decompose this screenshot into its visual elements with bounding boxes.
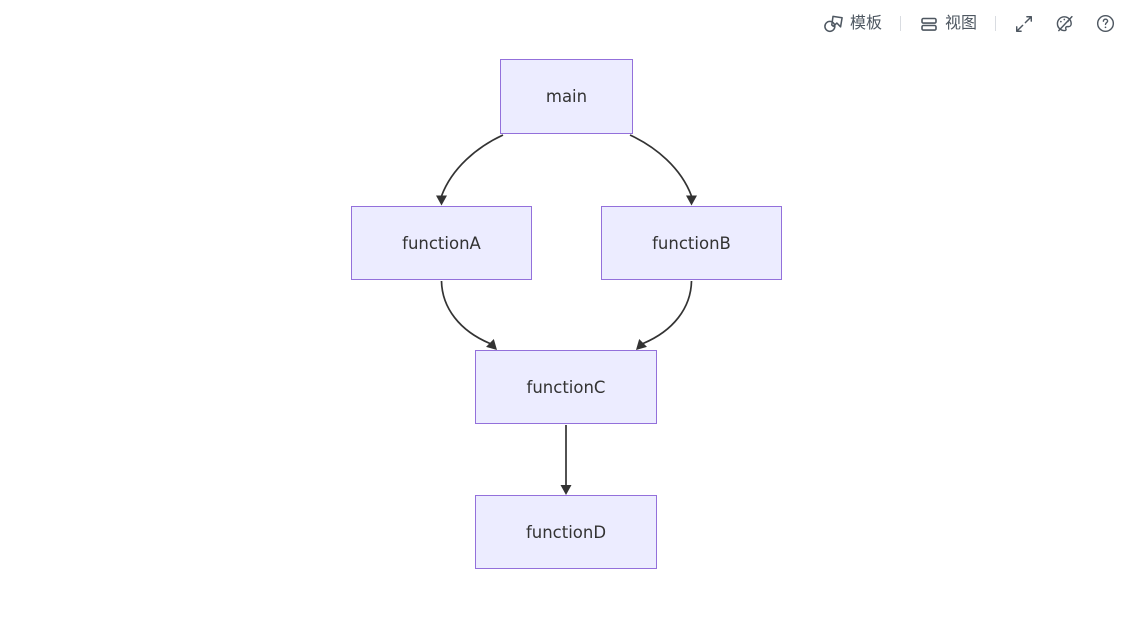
toolbar: 模板 视图: [821, 11, 1118, 36]
node-functionA[interactable]: functionA: [351, 206, 532, 280]
theme-button[interactable]: [1052, 11, 1077, 36]
view-button-label: 视图: [944, 14, 977, 32]
help-icon: [1095, 13, 1116, 34]
node-label: functionA: [402, 233, 481, 253]
edge-functionB-functionC: [642, 280, 693, 345]
fullscreen-button[interactable]: [1012, 12, 1036, 36]
node-main[interactable]: main: [500, 59, 633, 134]
node-label: main: [545, 87, 588, 106]
template-button-label: 模板: [849, 14, 882, 32]
arrowhead: [560, 485, 572, 495]
edge-main-functionB: [629, 134, 693, 197]
expand-icon: [1014, 14, 1034, 34]
node-functionD[interactable]: functionD: [475, 495, 657, 569]
toolbar-divider: [995, 16, 996, 31]
node-label: functionB: [652, 233, 731, 253]
arrowhead: [686, 195, 697, 206]
node-label: functionD: [525, 522, 607, 542]
template-button[interactable]: 模板: [821, 11, 884, 36]
help-button[interactable]: [1093, 11, 1118, 36]
rows-icon: [919, 14, 939, 34]
palette-icon: [1054, 13, 1075, 34]
toolbar-divider: [899, 16, 901, 31]
arrowhead: [436, 195, 447, 206]
shapes-icon: [823, 13, 844, 34]
node-label: functionC: [526, 377, 606, 397]
node-functionC[interactable]: functionC: [475, 350, 657, 424]
edge-functionA-functionC: [440, 280, 491, 345]
view-button[interactable]: 视图: [917, 12, 979, 36]
edge-main-functionA: [440, 134, 504, 197]
node-functionB[interactable]: functionB: [601, 206, 782, 280]
